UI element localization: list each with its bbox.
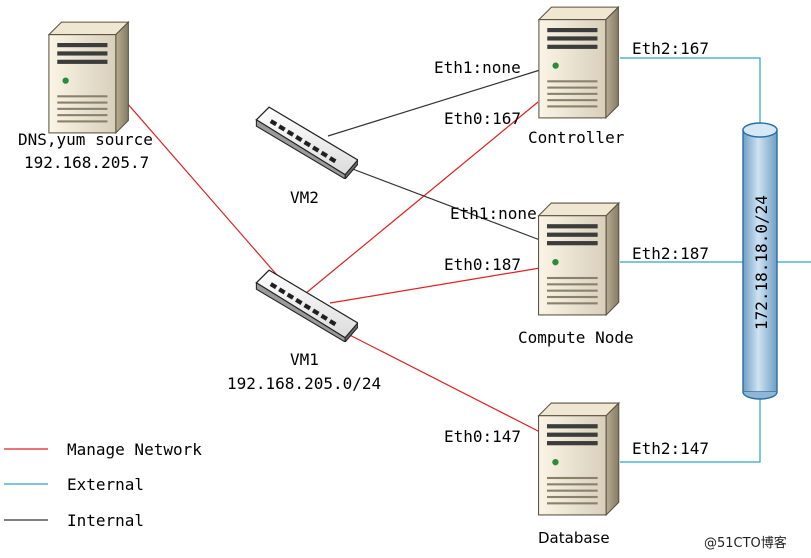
- legend-external-label: External: [67, 475, 144, 494]
- link-vm2-controller-eth1: [327, 69, 541, 137]
- link-controller-eth2: [620, 57, 761, 125]
- legend-manage-label: Manage Network: [67, 440, 202, 459]
- external-subnet-label: 172.18.18.0/24: [752, 195, 771, 330]
- vm1-label: VM1: [290, 350, 319, 369]
- link-dns-vm1: [119, 94, 291, 291]
- controller-eth2-label: Eth2:167: [632, 39, 709, 58]
- controller-server-icon: [538, 6, 619, 119]
- vm2-switch-icon: [255, 106, 358, 179]
- internal-network-links: [327, 69, 541, 241]
- controller-label: Controller: [528, 128, 625, 147]
- vm1-subnet-label: 192.168.205.0/24: [227, 374, 381, 393]
- legend: Manage Network External Internal: [4, 440, 202, 530]
- link-database-eth2: [620, 397, 761, 463]
- controller-eth0-label: Eth0:167: [444, 109, 521, 128]
- database-eth2-label: Eth2:147: [632, 439, 709, 458]
- controller-eth1-label: Eth1:none: [434, 58, 521, 77]
- database-eth0-label: Eth0:147: [444, 427, 521, 446]
- external-network-links: [620, 57, 811, 463]
- database-server-icon: [538, 402, 620, 516]
- link-vm2-compute-eth1: [349, 167, 541, 241]
- dns-name-label: DNS,yum source: [18, 130, 153, 149]
- watermark: @51CTO博客: [704, 535, 787, 551]
- database-label: Database: [538, 529, 610, 547]
- manage-network-links: [119, 94, 541, 433]
- dns-server-icon: [48, 21, 129, 134]
- compute-eth0-label: Eth0:187: [444, 255, 521, 274]
- compute-eth2-label: Eth2:187: [632, 244, 709, 263]
- vm1-switch-icon: [255, 269, 358, 342]
- compute-eth1-label: Eth1:none: [450, 204, 537, 223]
- dns-ip-label: 192.168.205.7: [24, 153, 149, 172]
- link-vm1-database-eth0: [329, 324, 541, 433]
- compute-server-icon: [538, 202, 620, 316]
- compute-label: Compute Node: [518, 328, 634, 347]
- legend-internal-label: Internal: [67, 511, 144, 530]
- external-network-bus: 172.18.18.0/24: [742, 122, 778, 400]
- vm2-label: VM2: [290, 188, 319, 207]
- link-vm1-compute-eth0: [329, 267, 541, 304]
- link-vm1-controller-eth0: [299, 101, 539, 299]
